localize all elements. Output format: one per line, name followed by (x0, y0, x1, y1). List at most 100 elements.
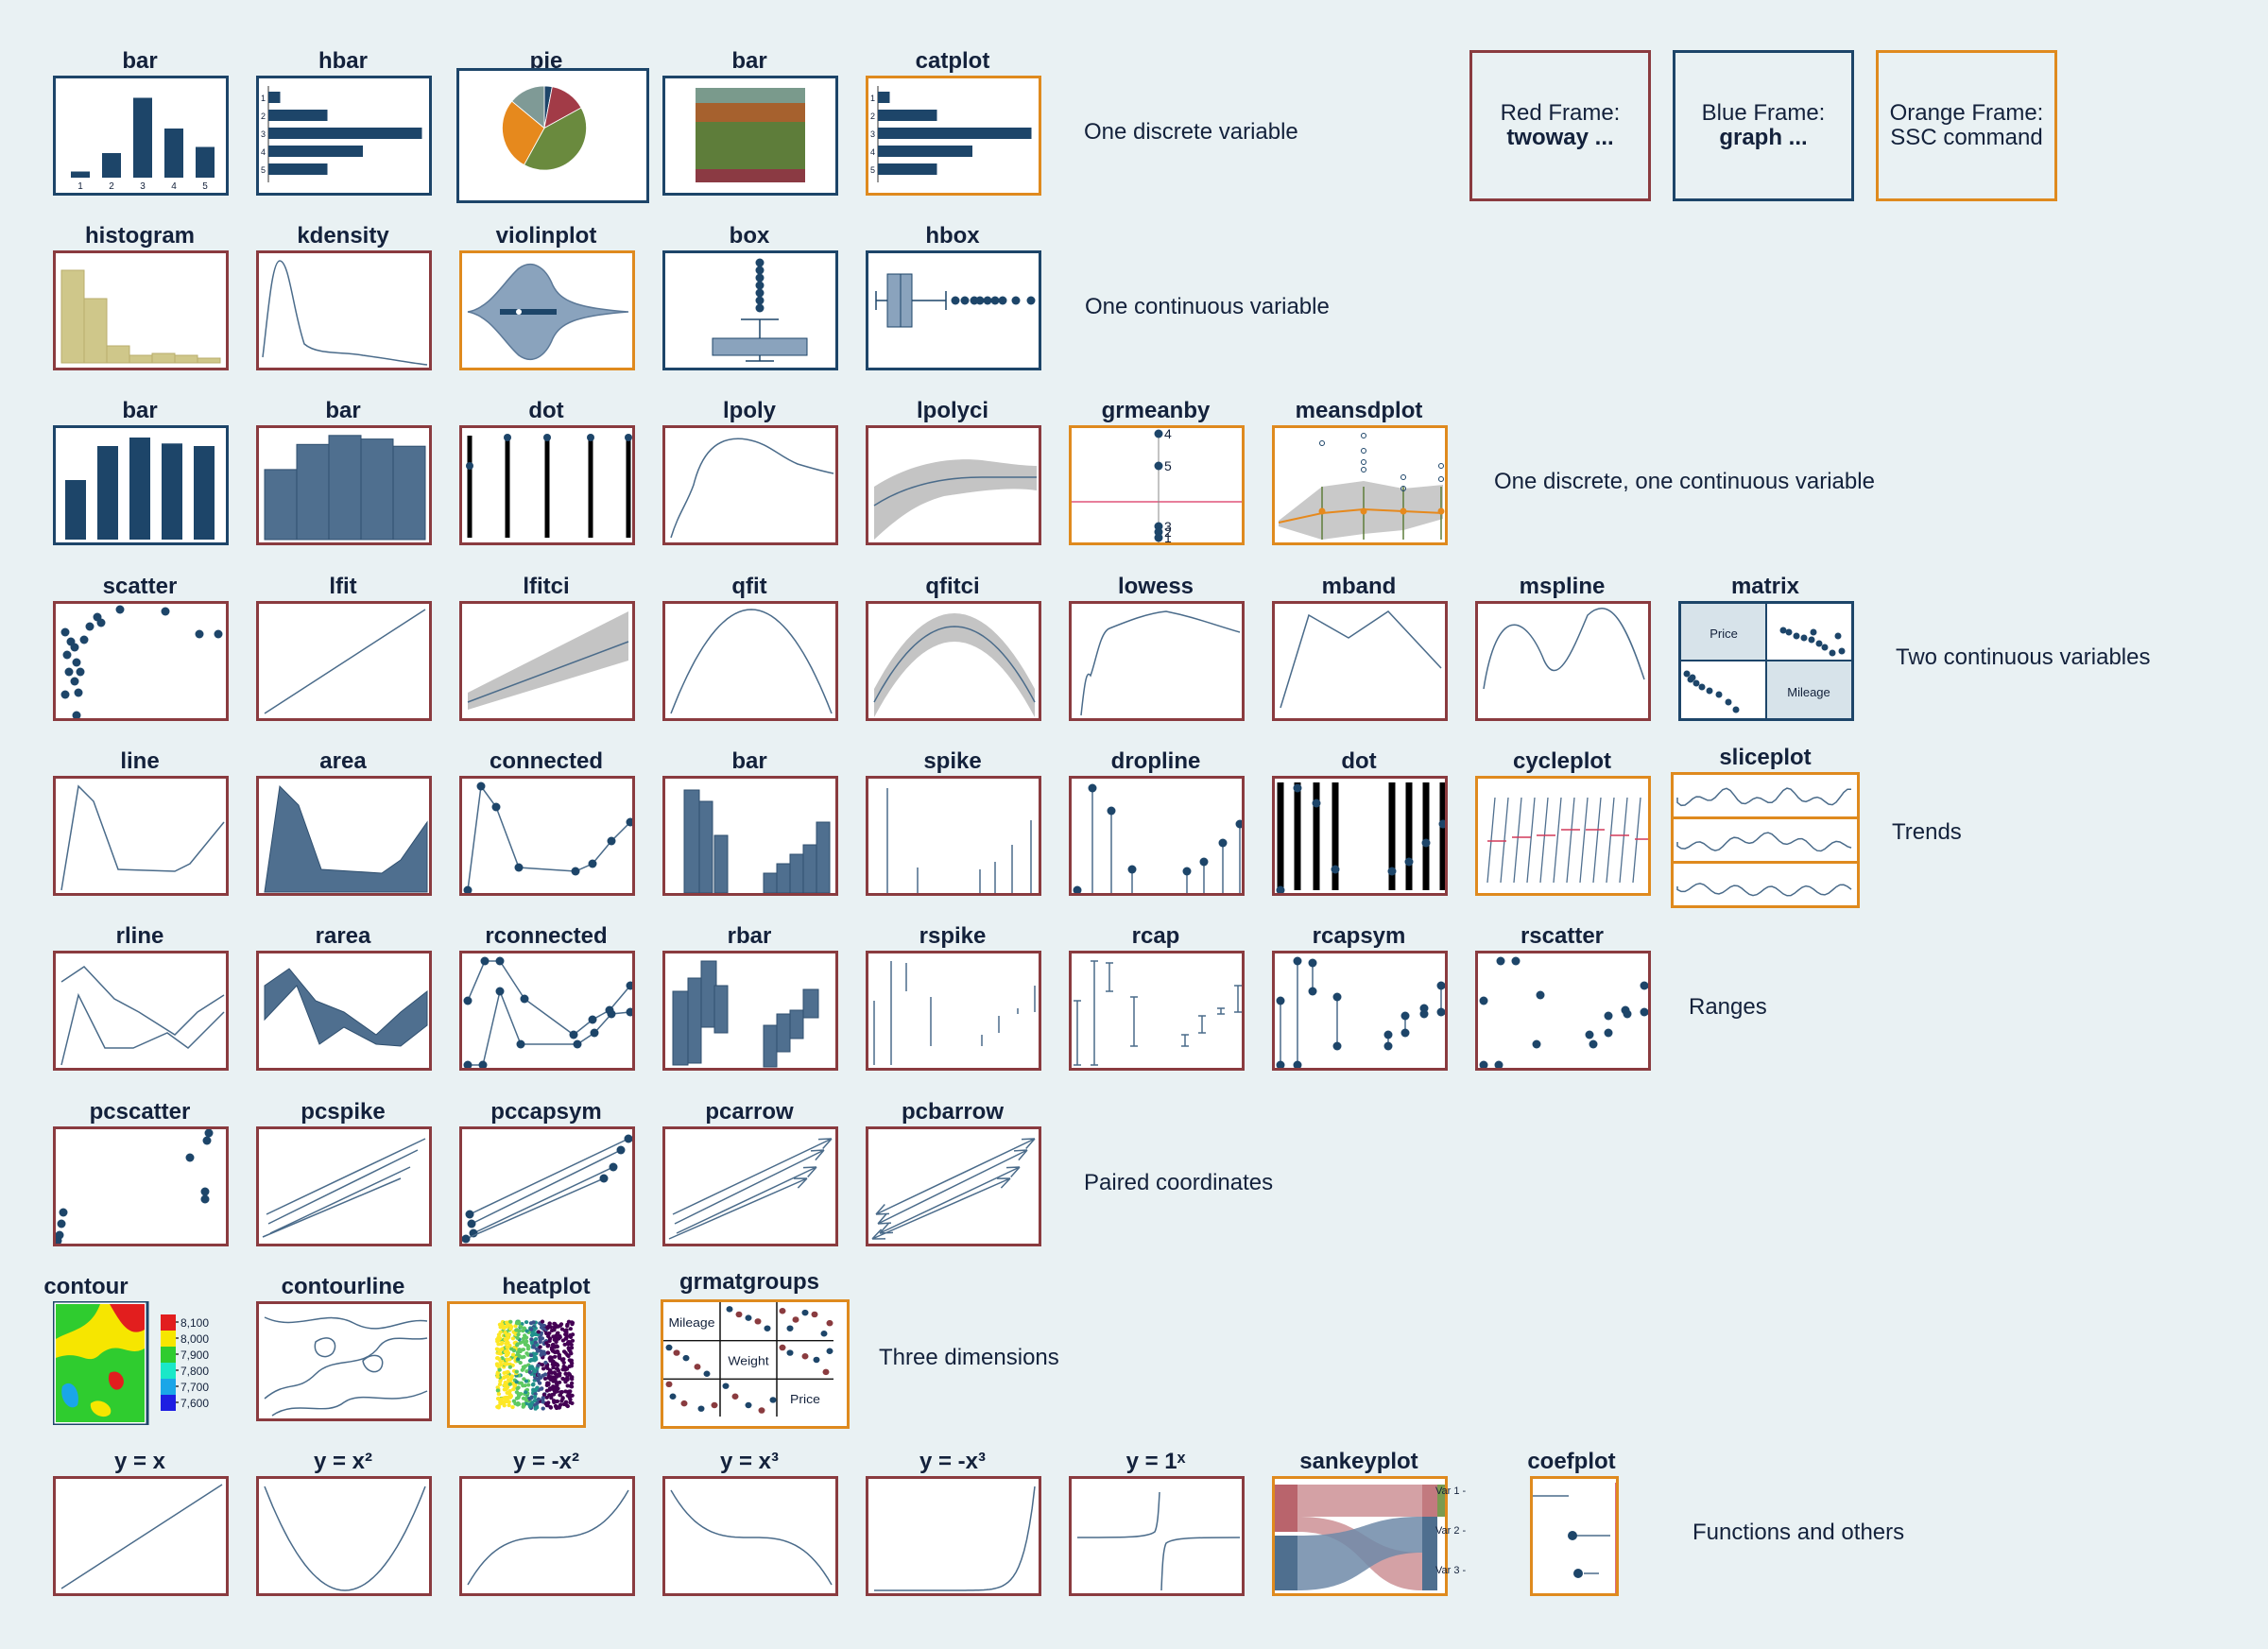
plot-svg (467, 611, 629, 710)
mean-marker (1400, 507, 1407, 515)
heat-point (539, 1332, 543, 1337)
legend-blue-frame: Blue Frame:graph ... (1673, 50, 1854, 201)
plot-frame (1272, 425, 1448, 545)
heat-point (560, 1397, 565, 1401)
marker (1779, 627, 1787, 634)
heat-point (566, 1342, 571, 1347)
plot-title: dot (1341, 748, 1377, 774)
plot-line (467, 784, 631, 891)
plot-svg (1073, 783, 1242, 893)
marker (609, 1162, 618, 1172)
bar (164, 129, 183, 178)
heat-point (498, 1325, 503, 1330)
plot-title: lpoly (722, 398, 776, 423)
marker (1793, 632, 1800, 640)
bar (878, 110, 937, 121)
marker (1332, 992, 1342, 1002)
plot-frame (662, 1476, 838, 1596)
marker (813, 1356, 820, 1364)
pie-slice (502, 100, 545, 166)
plot-title: rcapsym (1312, 923, 1406, 949)
heat-point (559, 1327, 565, 1331)
heat-point (569, 1376, 574, 1381)
marker (599, 1174, 609, 1183)
marker (694, 1364, 701, 1370)
marker (569, 1030, 578, 1039)
slice-line (1676, 832, 1852, 852)
heat-point (569, 1346, 575, 1350)
marker (1589, 1039, 1598, 1049)
plot-svg (712, 258, 808, 362)
legend-line2: twoway ... (1506, 125, 1614, 150)
plot-line (670, 609, 833, 714)
heat-point (500, 1340, 505, 1345)
bar (328, 435, 362, 541)
heat-point (551, 1366, 556, 1370)
bar (268, 110, 328, 121)
legend-line1: Red Frame: (1500, 100, 1621, 126)
marker (1640, 981, 1648, 990)
heat-point (522, 1366, 526, 1370)
plot-line (1486, 797, 1496, 884)
plot-frame (459, 776, 635, 896)
heat-point (552, 1354, 558, 1359)
outlier (998, 296, 1007, 305)
contour-legend-value: 8,100 (180, 1316, 209, 1330)
heat-point (533, 1331, 538, 1336)
matrix-label: Price (790, 1393, 820, 1406)
tick-label: 1 (261, 94, 266, 103)
plot-frame (866, 1126, 1041, 1246)
plot-svg (672, 960, 819, 1068)
plot-frame (256, 1126, 432, 1246)
marker (607, 836, 616, 846)
outlier (1400, 486, 1406, 491)
plot-title: y = x² (313, 1449, 373, 1474)
heat-point (536, 1330, 541, 1334)
stacked-segment (696, 122, 805, 169)
heat-point (528, 1321, 534, 1326)
outlier (755, 303, 765, 313)
outlier (1361, 467, 1366, 472)
range-bar (802, 988, 819, 1019)
heat-point (511, 1348, 517, 1353)
marker (1800, 634, 1808, 642)
heat-point (506, 1369, 510, 1374)
marker (726, 1306, 733, 1313)
histogram-bar (174, 354, 198, 364)
heat-point (521, 1336, 526, 1341)
row-label: One continuous variable (1085, 294, 1330, 319)
marker (195, 629, 204, 639)
double-arrow (875, 1138, 1036, 1215)
slice-panel (1671, 816, 1860, 864)
plot-frame (256, 951, 432, 1071)
plot-svg (463, 956, 632, 1068)
plot-svg (1076, 1491, 1241, 1591)
outlier (1361, 448, 1366, 454)
plot-line (875, 291, 947, 310)
heat-point (519, 1381, 524, 1385)
heat-point (528, 1353, 534, 1358)
heat-point (524, 1339, 529, 1344)
plot-svg (668, 1138, 833, 1240)
box (712, 337, 808, 356)
marker (665, 1381, 673, 1388)
outlier (755, 288, 765, 298)
heat-point (568, 1349, 573, 1354)
heat-point (517, 1354, 522, 1359)
heat-point (552, 1328, 557, 1332)
plot-svg (1486, 797, 1648, 884)
plot-title: contour (43, 1274, 129, 1299)
marker (1698, 683, 1706, 691)
heat-point (550, 1392, 555, 1398)
tick-label: 1 (77, 181, 83, 192)
plot-title: bar (325, 398, 361, 423)
plot-title: sankeyplot (1299, 1449, 1418, 1474)
marker (779, 1344, 786, 1351)
plot-frame (1272, 776, 1448, 896)
heat-point (527, 1404, 533, 1409)
marker (587, 434, 594, 441)
marker (758, 1407, 765, 1414)
marker (822, 1368, 830, 1376)
plot-frame (459, 1126, 635, 1246)
marker (1276, 996, 1285, 1005)
